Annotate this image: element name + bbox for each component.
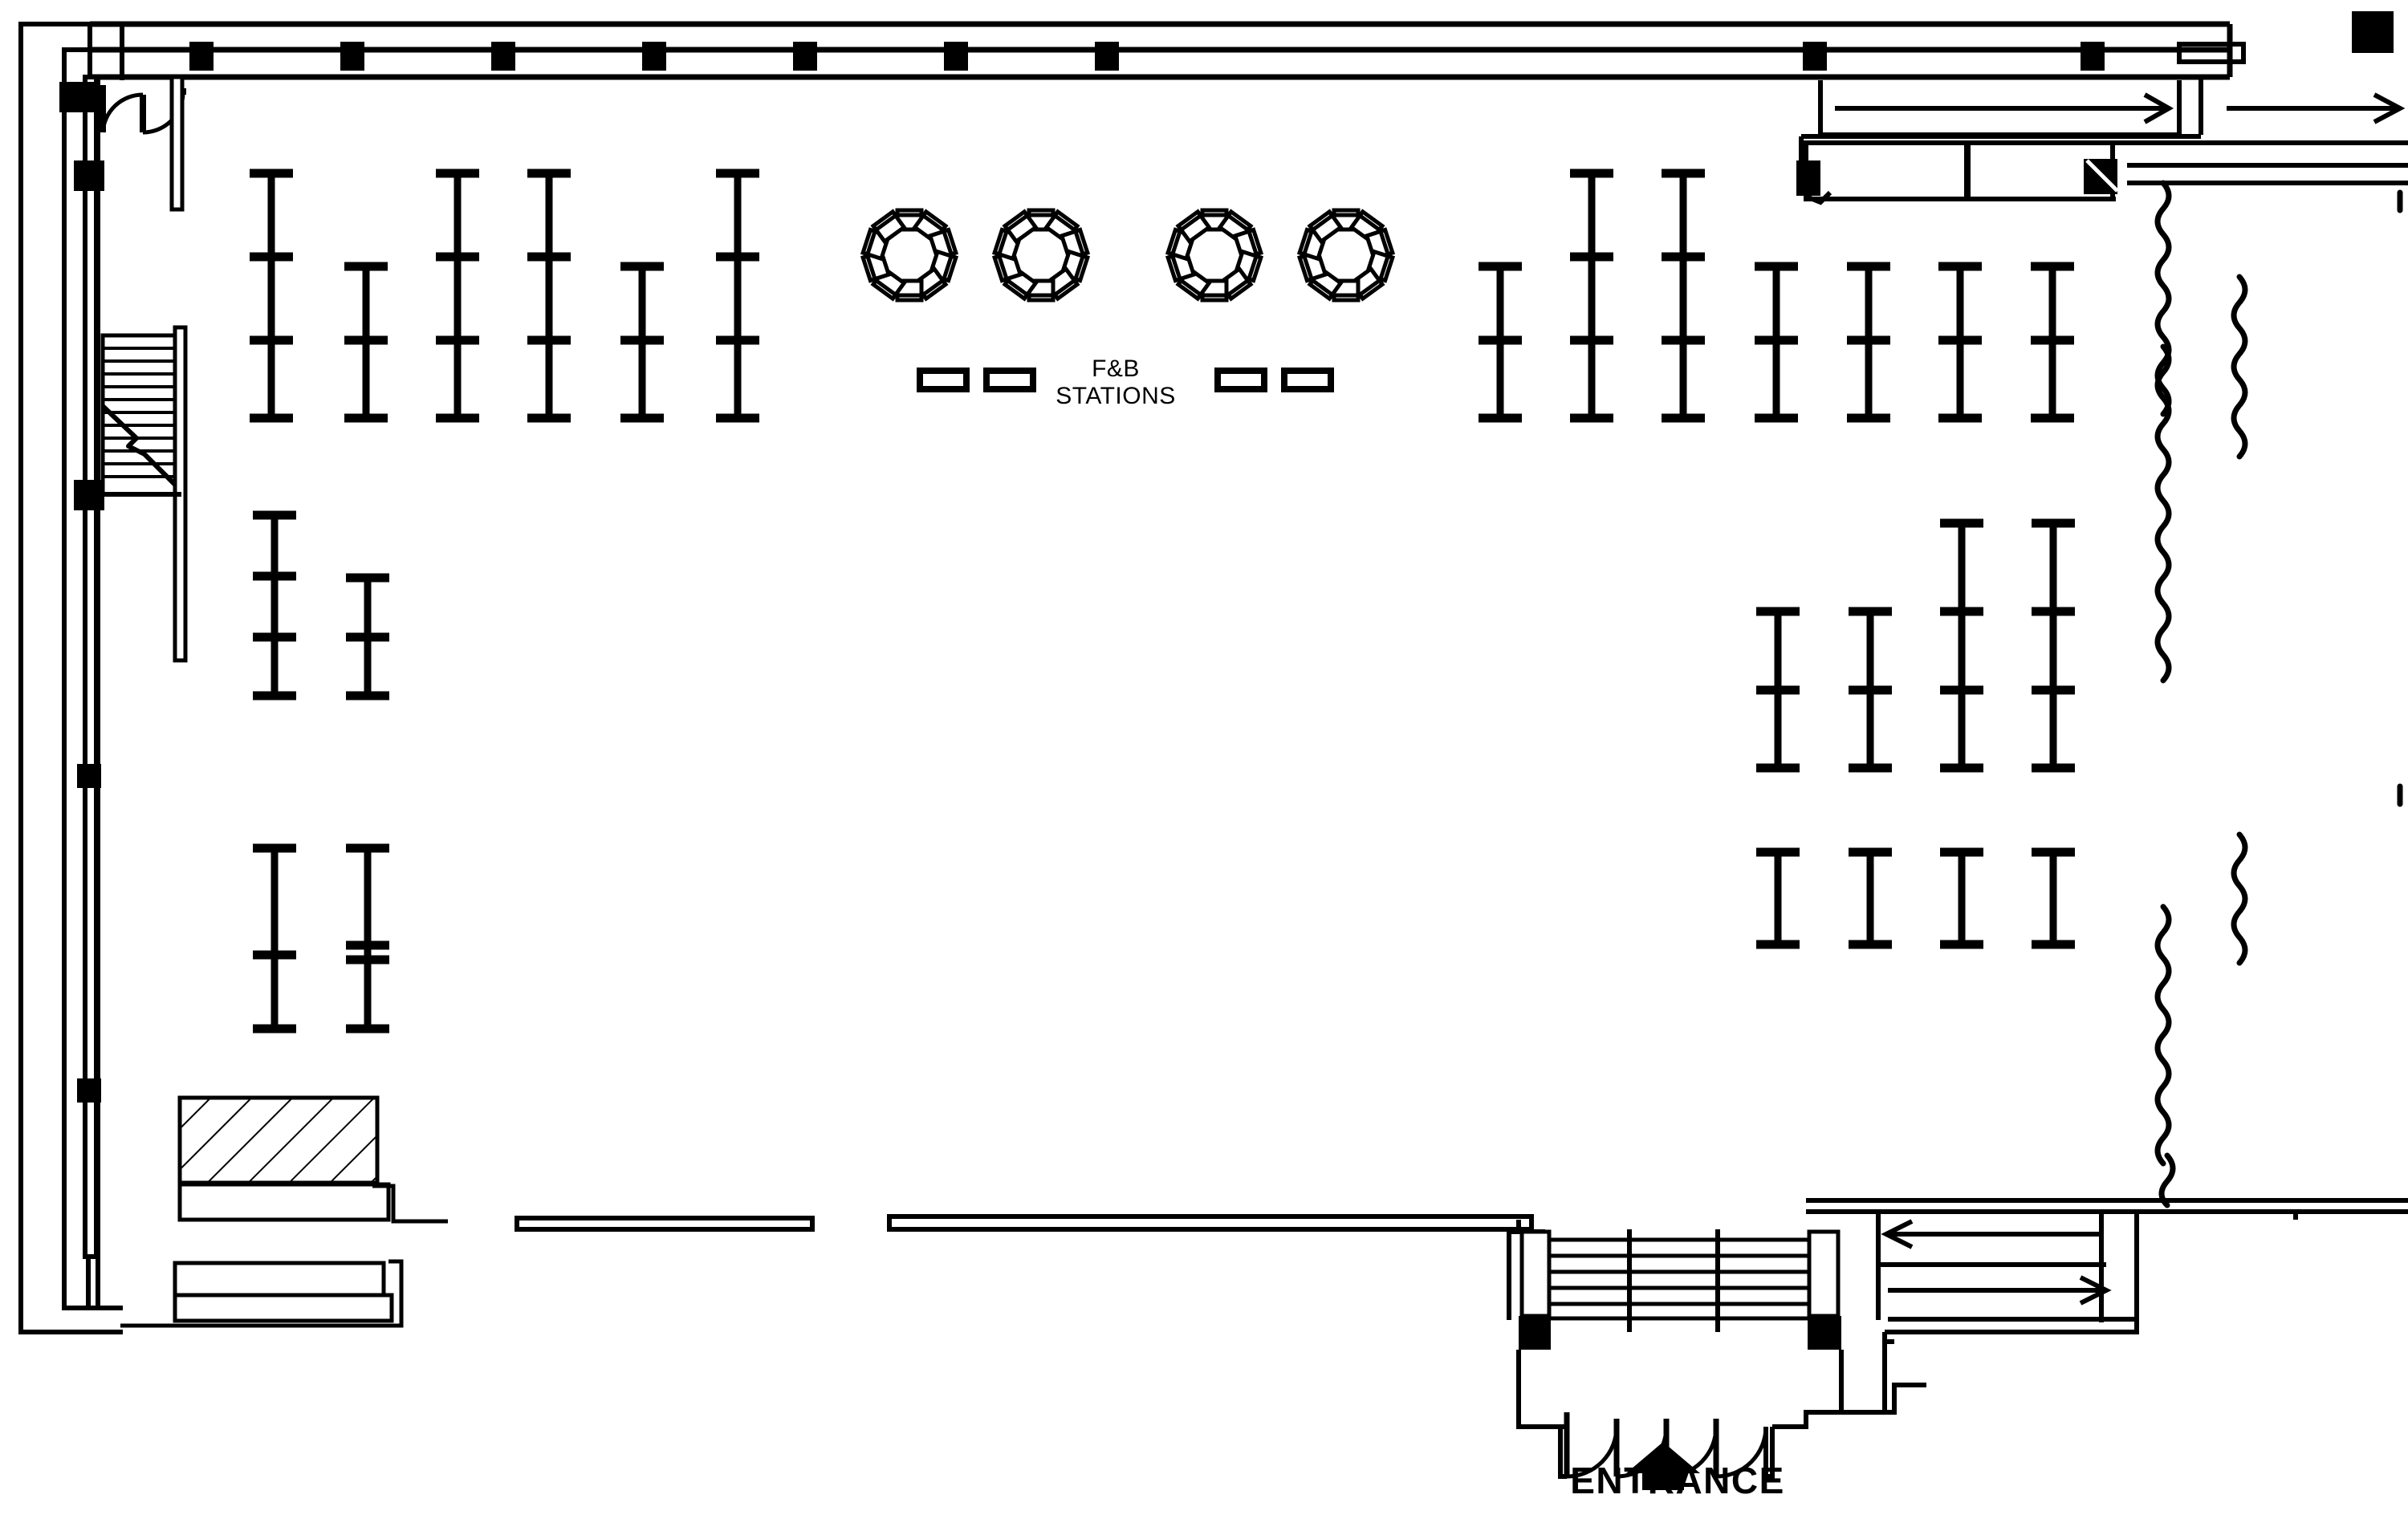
wavy-break-line-icon	[2154, 180, 2403, 1208]
bottom-wall-segments	[515, 1214, 1534, 1232]
door-swing-icon	[59, 75, 186, 212]
round-table	[860, 208, 959, 303]
escalator-bottom-right	[1806, 1198, 2408, 1412]
newel-post-left	[1519, 1316, 1551, 1350]
fixture-markers-group	[250, 169, 2075, 1034]
escalator-top-right	[1796, 77, 2408, 205]
outer-walls	[18, 22, 123, 1334]
curtain-wall-columns	[189, 42, 2105, 71]
round-table	[1296, 208, 1396, 303]
up-arrow-icon	[1626, 1442, 1700, 1490]
round-table	[991, 208, 1091, 303]
newel-post-right	[1808, 1316, 1841, 1350]
left-inner-wall	[83, 75, 99, 1259]
staircase-left	[100, 325, 188, 663]
corner-column-icon	[2352, 11, 2394, 53]
round-table	[1165, 208, 1264, 303]
top-right-window-box	[2177, 42, 2246, 64]
entrance-area	[1507, 1220, 1926, 1490]
left-structural-columns	[74, 160, 104, 1103]
hatched-service-area	[21, 1095, 448, 1334]
top-curtain-wall	[90, 21, 2233, 80]
banquet-tables-group	[860, 208, 1396, 303]
fb-station-tables	[917, 368, 1334, 392]
